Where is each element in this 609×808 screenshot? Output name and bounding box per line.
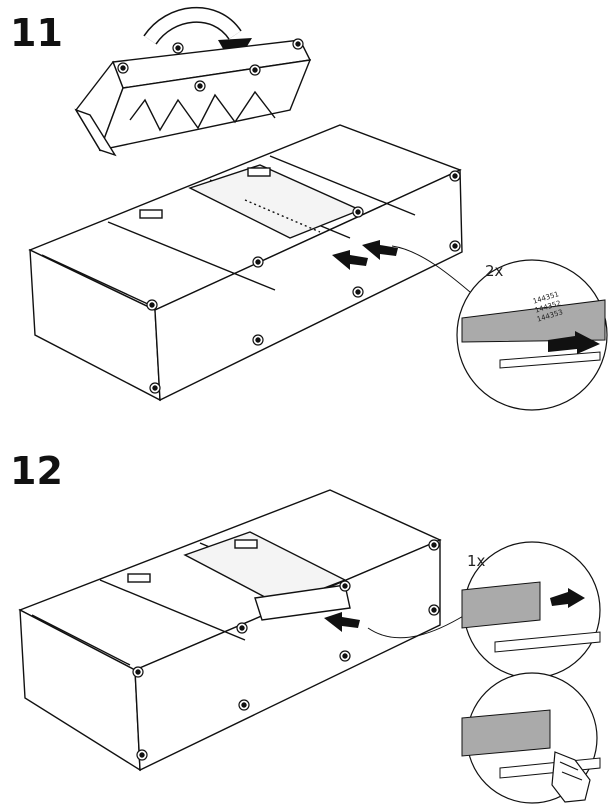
insert-arrows-11 xyxy=(332,240,398,270)
quantity-label-step-12: 1x xyxy=(467,552,486,570)
quantity-label-step-11: 2x xyxy=(485,262,504,280)
pressing-hand-icon xyxy=(551,751,591,803)
detail-callout-12-top xyxy=(367,541,601,679)
detail-callout-11 xyxy=(391,245,608,411)
cabinet-step-12 xyxy=(18,489,442,772)
insert-arrow-12 xyxy=(324,612,360,632)
cabinet-step-11 xyxy=(28,124,463,402)
step-number-11: 11 xyxy=(10,11,63,55)
detail-callout-12-bottom xyxy=(461,672,601,804)
small-shelf-unit xyxy=(74,38,312,157)
step-number-12: 12 xyxy=(10,449,63,493)
